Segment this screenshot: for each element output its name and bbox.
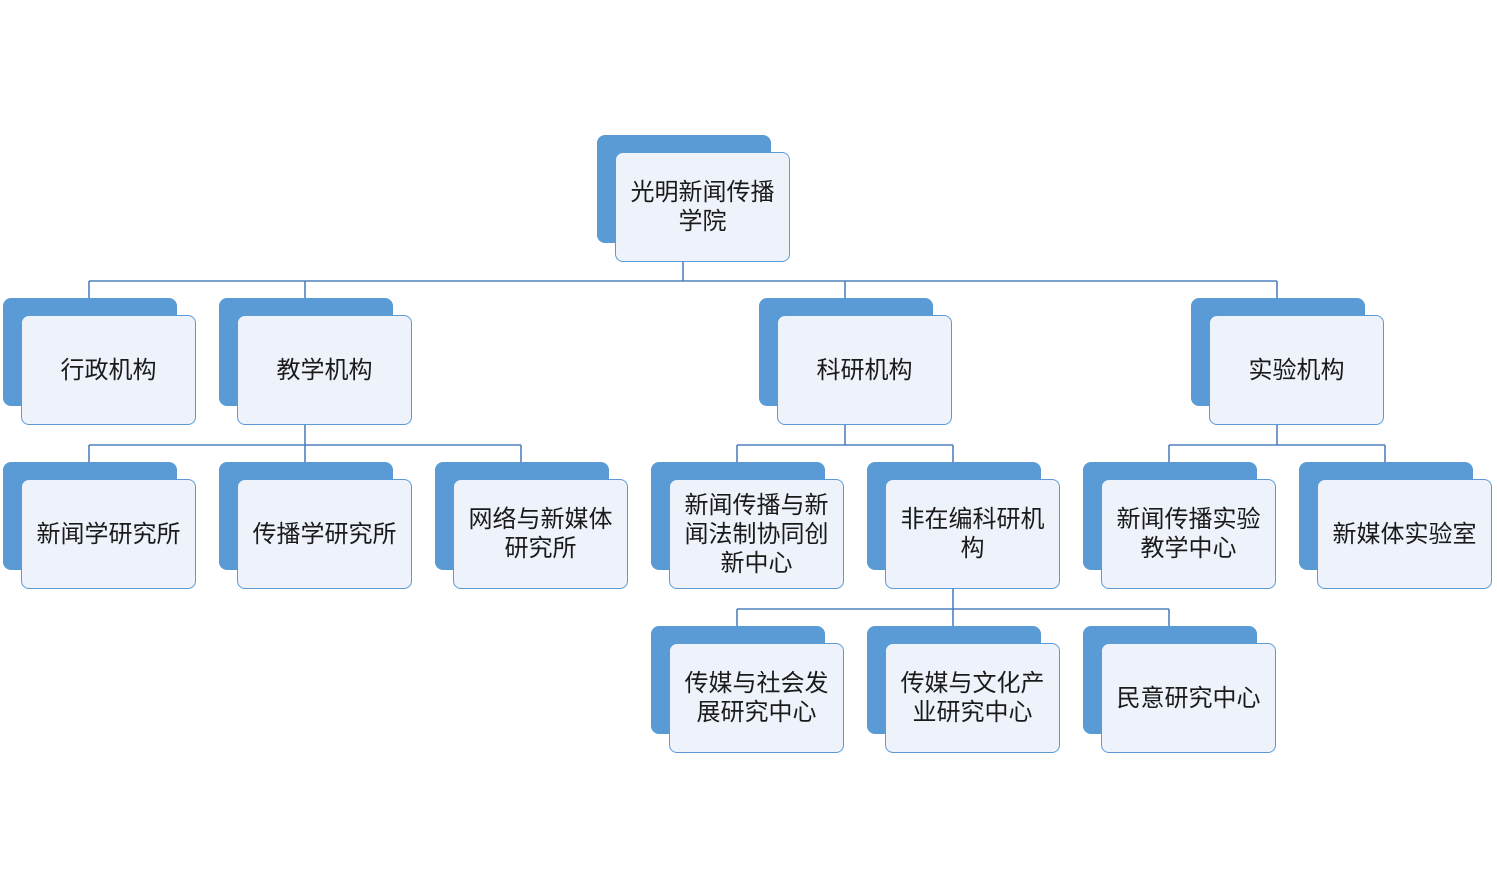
node-media-society: 传媒与社会发展研究中心 bbox=[651, 626, 846, 758]
node-media-culture: 传媒与文化产业研究中心 bbox=[867, 626, 1062, 758]
node-label: 传媒与文化产业研究中心 bbox=[900, 669, 1045, 726]
node-admin: 行政机构 bbox=[3, 298, 198, 430]
node-newmedia-inst: 网络与新媒体研究所 bbox=[435, 462, 630, 594]
node-research: 科研机构 bbox=[759, 298, 954, 430]
node-label: 传媒与社会发展研究中心 bbox=[684, 669, 829, 726]
node-label: 行政机构 bbox=[60, 355, 157, 384]
node-card: 传媒与社会发展研究中心 bbox=[669, 643, 844, 753]
node-label: 非在编科研机构 bbox=[900, 505, 1045, 562]
node-label: 新闻传播实验教学中心 bbox=[1116, 505, 1261, 562]
node-teaching-lab-center: 新闻传播实验教学中心 bbox=[1083, 462, 1278, 594]
node-label: 新媒体实验室 bbox=[1332, 519, 1477, 548]
node-label: 新闻传播与新闻法制协同创新中心 bbox=[684, 490, 829, 577]
node-card: 实验机构 bbox=[1209, 315, 1384, 425]
node-card: 科研机构 bbox=[777, 315, 952, 425]
node-newmedia-lab: 新媒体实验室 bbox=[1299, 462, 1494, 594]
node-innovation-center: 新闻传播与新闻法制协同创新中心 bbox=[651, 462, 846, 594]
node-public-opinion: 民意研究中心 bbox=[1083, 626, 1278, 758]
node-communication-inst: 传播学研究所 bbox=[219, 462, 414, 594]
node-card: 行政机构 bbox=[21, 315, 196, 425]
node-card: 新媒体实验室 bbox=[1317, 479, 1492, 589]
node-label: 新闻学研究所 bbox=[36, 519, 181, 548]
node-card: 教学机构 bbox=[237, 315, 412, 425]
node-journalism-inst: 新闻学研究所 bbox=[3, 462, 198, 594]
node-card: 光明新闻传播学院 bbox=[615, 152, 790, 262]
node-card: 新闻传播与新闻法制协同创新中心 bbox=[669, 479, 844, 589]
node-card: 民意研究中心 bbox=[1101, 643, 1276, 753]
node-label: 科研机构 bbox=[816, 355, 913, 384]
node-card: 非在编科研机构 bbox=[885, 479, 1060, 589]
node-nonstaff-research: 非在编科研机构 bbox=[867, 462, 1062, 594]
node-label: 民意研究中心 bbox=[1116, 683, 1261, 712]
node-label: 网络与新媒体研究所 bbox=[468, 505, 613, 562]
node-card: 传播学研究所 bbox=[237, 479, 412, 589]
node-teaching: 教学机构 bbox=[219, 298, 414, 430]
node-card: 网络与新媒体研究所 bbox=[453, 479, 628, 589]
node-lab: 实验机构 bbox=[1191, 298, 1386, 430]
node-card: 新闻传播实验教学中心 bbox=[1101, 479, 1276, 589]
node-label: 传播学研究所 bbox=[252, 519, 397, 548]
node-label: 教学机构 bbox=[276, 355, 373, 384]
node-card: 传媒与文化产业研究中心 bbox=[885, 643, 1060, 753]
node-root: 光明新闻传播学院 bbox=[597, 135, 792, 267]
node-label: 实验机构 bbox=[1248, 355, 1345, 384]
node-card: 新闻学研究所 bbox=[21, 479, 196, 589]
node-label: 光明新闻传播学院 bbox=[630, 178, 775, 235]
